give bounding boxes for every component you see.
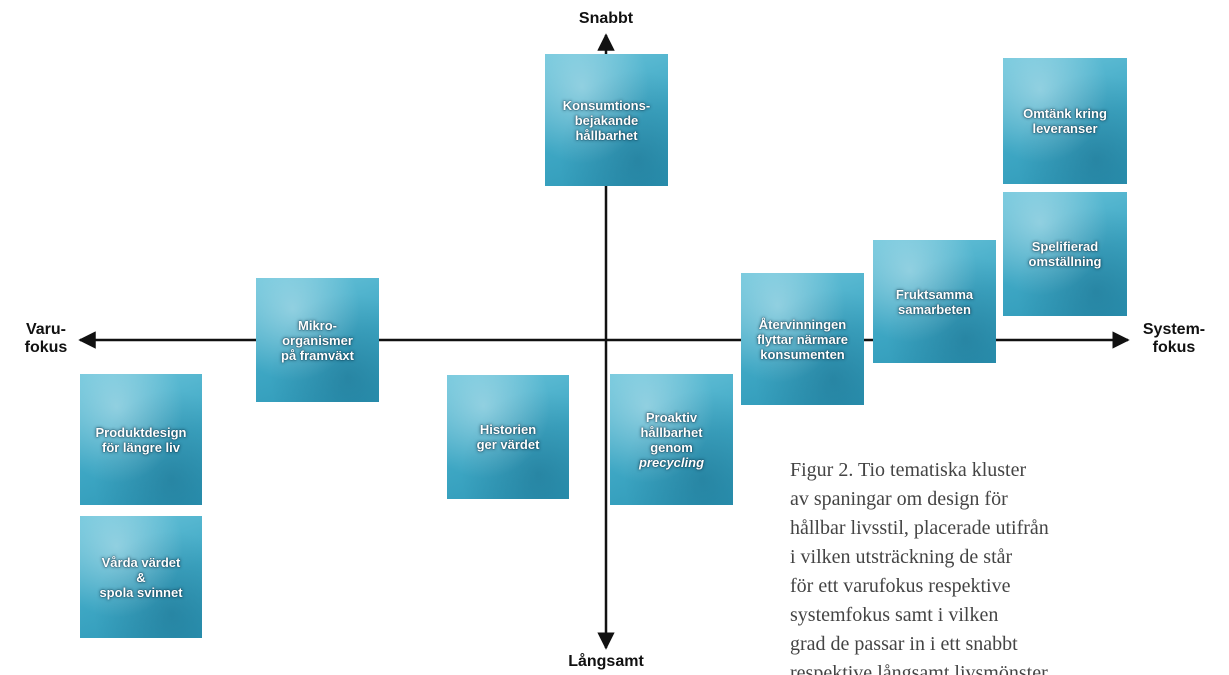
caption-line: hållbar livsstil, placerade utifrån: [790, 517, 1049, 539]
cluster-produktdesign: Produktdesign för längre liv: [80, 374, 202, 505]
axis-label-left: Varu- fokus: [14, 321, 78, 357]
cluster-label: Produktdesign: [95, 424, 187, 440]
cluster-historien: Historien ger värdet: [447, 375, 569, 499]
cluster-label: organismer: [282, 332, 353, 348]
cluster-label: hållbarhet: [640, 424, 703, 440]
axis-label-top: Snabbt: [578, 10, 634, 27]
cluster-label: Mikro-: [298, 317, 337, 333]
cluster-atervinning: Återvinningen flyttar närmare konsumente…: [741, 273, 864, 405]
cluster-label: Proaktiv: [645, 409, 698, 425]
caption-line: respektive långsamt livsmönster: [790, 662, 1048, 675]
cluster-label: Återvinningen: [758, 316, 847, 332]
cluster-label: samarbeten: [898, 301, 971, 317]
cluster-omtanke: Omtänk kring leveranser: [1003, 58, 1127, 184]
cluster-proaktiv: Proaktiv hållbarhet genom precycling: [610, 374, 733, 505]
axis-label-right-line: System-: [1142, 321, 1206, 338]
axis-label-bottom: Långsamt: [568, 653, 644, 670]
cluster-label: konsumenten: [760, 346, 845, 362]
cluster-label: ger värdet: [476, 437, 540, 452]
cluster-spelifierad: Spelifierad omställning: [1003, 192, 1127, 316]
caption-line: för ett varufokus respektive: [790, 575, 1011, 597]
cluster-label: bejakande: [574, 112, 639, 128]
cluster-label: spola svinnet: [99, 584, 183, 600]
axis-label-left-line: Varu-: [25, 321, 66, 338]
caption-line: systemfokus samt i vilken: [790, 604, 999, 626]
cluster-varda: Vårda värdet & spola svinnet: [80, 516, 202, 638]
caption-line: grad de passar in i ett snabbt: [790, 633, 1018, 655]
cluster-label-italic: precycling: [638, 454, 705, 470]
axis-label-right: System- fokus: [1130, 321, 1218, 357]
figure-caption: Figur 2. Tio tematiska kluster av spanin…: [790, 456, 1220, 675]
cluster-fruktsamma: Fruktsamma samarbeten: [873, 240, 996, 363]
cluster-label: Konsumtions-: [562, 97, 651, 113]
cluster-label: omställning: [1028, 254, 1102, 269]
cluster-label: Fruktsamma: [895, 286, 974, 302]
caption-line: i vilken utsträckning de står: [790, 546, 1013, 568]
axis-label-right-line: fokus: [1152, 339, 1196, 356]
cluster-label: Vårda värdet: [101, 554, 181, 570]
cluster-label: genom: [650, 439, 693, 455]
cluster-label: leveranser: [1032, 121, 1098, 136]
cluster-label: Spelifierad: [1031, 239, 1099, 254]
cluster-label: &: [136, 569, 146, 585]
caption-line: Figur 2. Tio tematiska kluster: [790, 459, 1027, 481]
cluster-label: flyttar närmare: [756, 331, 849, 347]
caption-line: av spaningar om design för: [790, 488, 1008, 510]
axis-label-left-line: fokus: [24, 339, 68, 356]
cluster-label: på framväxt: [281, 347, 354, 363]
cluster-label: för längre liv: [101, 439, 181, 455]
cluster-label: Historien: [479, 422, 537, 437]
cluster-mikro: Mikro- organismer på framväxt: [256, 278, 379, 402]
cluster-label: Omtänk kring: [1023, 106, 1107, 121]
cluster-konsumtion: Konsumtions- bejakande hållbarhet: [545, 54, 668, 186]
cluster-label: hållbarhet: [575, 127, 638, 143]
